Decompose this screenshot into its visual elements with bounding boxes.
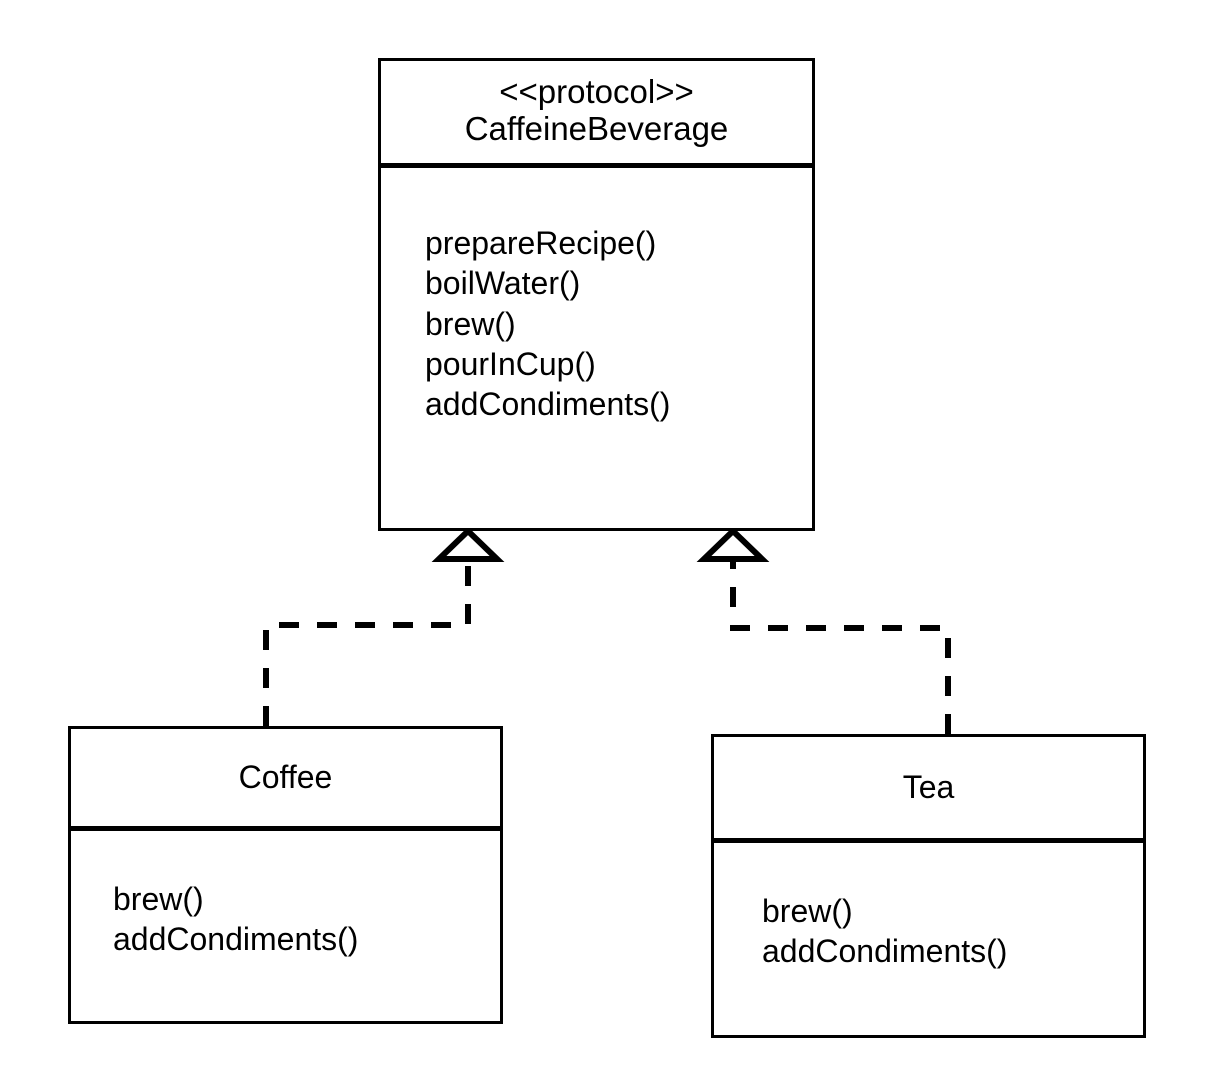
class-header-tea: Tea: [714, 737, 1143, 843]
member-tea-brew: brew(): [762, 893, 853, 929]
member-brew: brew(): [425, 305, 516, 342]
member-add-condiments: addCondiments(): [425, 386, 671, 423]
class-box-coffee: Coffee brew() addCondiments(): [68, 726, 503, 1024]
class-header-caffeinebeverage: <<protocol>> CaffeineBeverage: [381, 61, 812, 168]
member-pour-in-cup: pourInCup(): [425, 345, 596, 382]
member-coffee-add-condiments: addCondiments(): [113, 921, 359, 958]
member-boil-water: boilWater(): [425, 265, 581, 302]
class-members-caffeinebeverage: prepareRecipe() boilWater() brew() pourI…: [381, 168, 812, 528]
hollow-triangle-arrowhead-tea: [696, 526, 770, 562]
class-box-caffeinebeverage: <<protocol>> CaffeineBeverage prepareRec…: [378, 58, 815, 531]
realization-coffee-dashed-line: [263, 560, 471, 726]
member-prepare-recipe: prepareRecipe(): [425, 225, 657, 261]
class-members-coffee: brew() addCondiments(): [71, 831, 500, 1021]
class-stereotype-caffeinebeverage: <<protocol>>: [499, 73, 694, 111]
class-header-coffee: Coffee: [71, 729, 500, 831]
hollow-triangle-arrowhead-coffee: [431, 526, 505, 562]
realization-tea-dashed-line: [730, 560, 951, 734]
member-tea-add-condiments: addCondiments(): [762, 933, 1008, 970]
member-coffee-brew: brew(): [113, 881, 204, 917]
class-name-caffeinebeverage: CaffeineBeverage: [464, 110, 729, 147]
realization-tea-to-caffeinebeverage: [696, 526, 951, 734]
class-name-tea: Tea: [902, 768, 955, 805]
realization-coffee-to-caffeinebeverage: [263, 526, 505, 726]
class-name-coffee: Coffee: [238, 758, 333, 795]
class-box-tea: Tea brew() addCondiments(): [711, 734, 1146, 1038]
class-members-tea: brew() addCondiments(): [714, 843, 1143, 1035]
